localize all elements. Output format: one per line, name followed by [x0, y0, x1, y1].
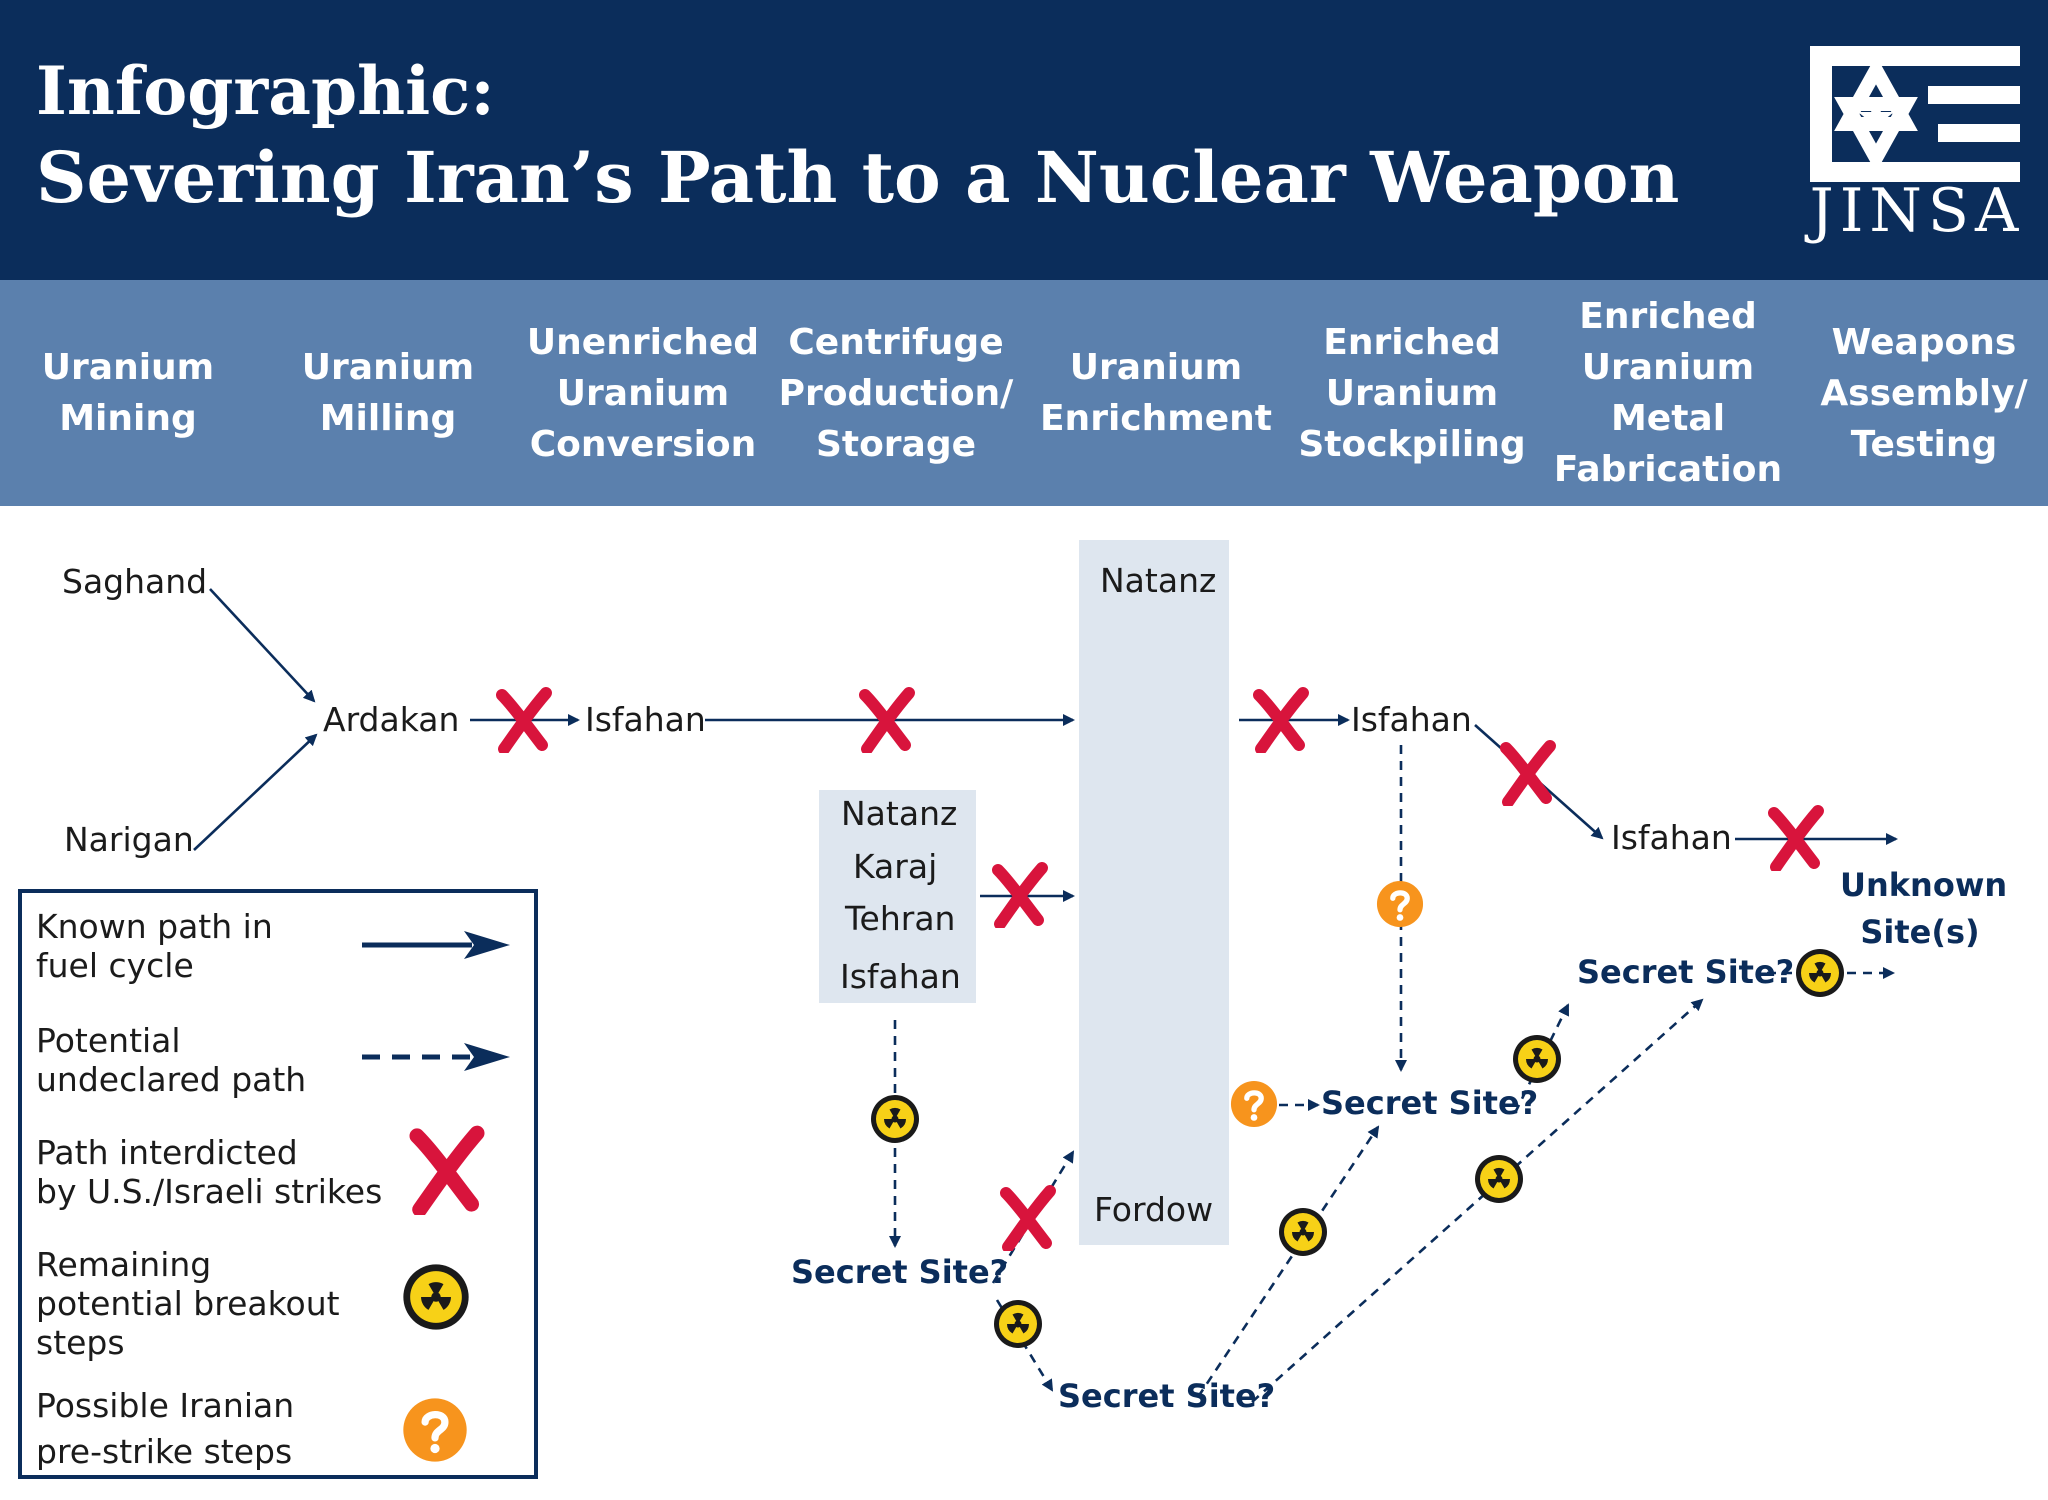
red-x-icon — [1000, 1185, 1056, 1251]
legend-red-x-icon — [409, 1125, 485, 1215]
legend-radiation-icon — [403, 1264, 469, 1330]
centrifuge-site-box — [819, 790, 976, 1003]
secret-site-metal: Secret Site? — [1577, 953, 1795, 991]
radiation-icon — [871, 1095, 919, 1143]
site-natanz-centrifuge: Natanz — [841, 794, 958, 833]
radiation-icon — [1279, 1208, 1327, 1256]
title-line-2: Severing Iran’s Path to a Nuclear Weapon — [36, 136, 1680, 219]
radiation-icon — [1475, 1155, 1523, 1203]
site-natanz-enrichment: Natanz — [1100, 561, 1217, 600]
site-isfahan-metal: Isfahan — [1611, 818, 1732, 857]
site-tehran: Tehran — [845, 899, 956, 938]
site-fordow: Fordow — [1094, 1190, 1214, 1229]
red-x-icon — [1500, 740, 1556, 806]
site-narigan: Narigan — [64, 820, 194, 859]
logo-text: JINSA — [1809, 176, 2025, 246]
legend-question-icon — [403, 1398, 467, 1462]
title-line-1: Infographic: — [36, 52, 495, 130]
radiation-icon — [1513, 1035, 1561, 1083]
enrichment-site-box — [1079, 540, 1229, 1245]
site-isfahan-conversion: Isfahan — [585, 700, 706, 739]
question-icon — [1230, 1080, 1278, 1128]
path-narigan-ardakan — [193, 733, 318, 851]
dashed-lower-secret-right — [1251, 998, 1704, 1403]
dashed-lower-secret-mid — [1196, 1125, 1380, 1398]
question-icon — [1376, 880, 1424, 928]
path-saghand-ardakan — [209, 588, 316, 703]
site-isfahan-centrifuge: Isfahan — [840, 957, 961, 996]
red-x-icon — [1253, 687, 1309, 753]
red-x-icon — [859, 687, 915, 753]
jinsa-logo-icon — [1810, 46, 2020, 182]
site-isfahan-stockpile: Isfahan — [1351, 700, 1472, 739]
site-saghand: Saghand — [62, 562, 208, 601]
secret-site-stockpile: Secret Site? — [1321, 1084, 1539, 1122]
red-x-icon — [496, 687, 552, 753]
red-x-icon — [992, 862, 1048, 928]
site-ardakan: Ardakan — [323, 700, 460, 739]
secret-site-centrifuge: Secret Site? — [791, 1253, 1009, 1291]
radiation-icon — [994, 1300, 1042, 1348]
site-karaj: Karaj — [853, 847, 938, 886]
legend-dashed-arrow-icon — [362, 1043, 510, 1071]
secret-site-lower: Secret Site? — [1058, 1377, 1276, 1415]
red-x-icon — [1768, 805, 1824, 871]
header-banner: Infographic: Severing Iran’s Path to a N… — [0, 0, 2048, 280]
radiation-icon — [1796, 949, 1844, 997]
legend-solid-arrow-icon — [362, 931, 510, 959]
dashed-mid-secret-right — [1513, 1003, 1570, 1114]
